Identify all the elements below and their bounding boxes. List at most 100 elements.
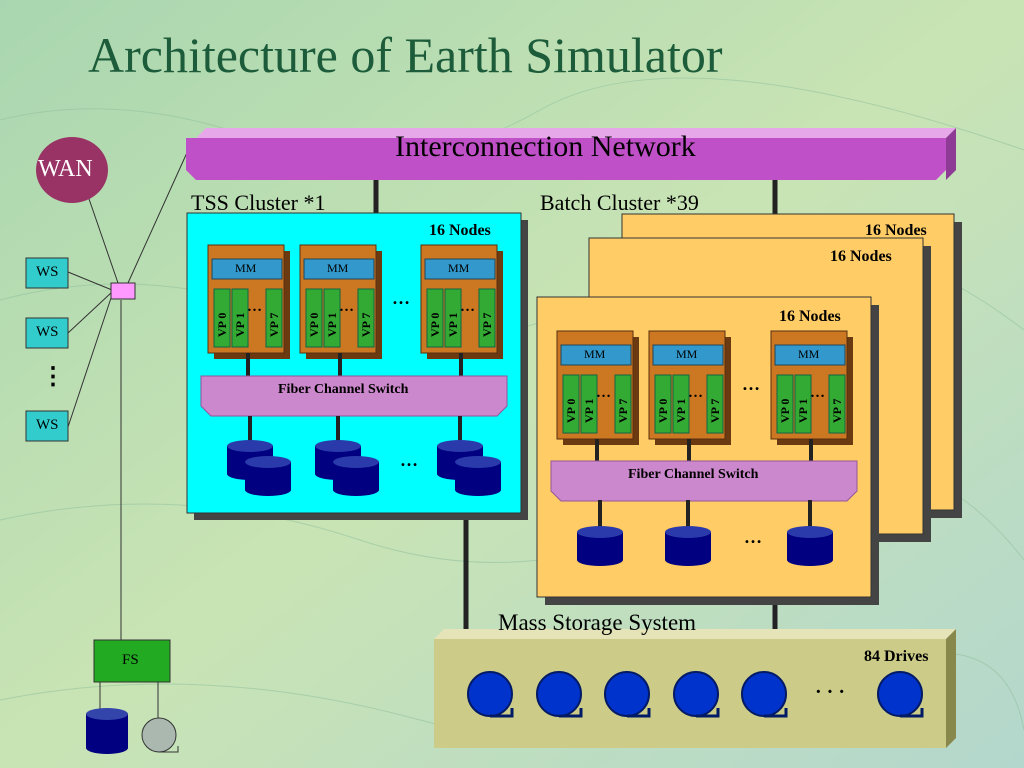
fs-label: FS bbox=[122, 652, 139, 668]
switch-label: Fiber Channel Switch bbox=[628, 467, 759, 482]
batch-nodes-label-middle: 16 Nodes bbox=[830, 248, 892, 265]
fiber-channel-switch bbox=[550, 460, 858, 502]
compute-node bbox=[770, 330, 853, 467]
node-ellipsis: … bbox=[392, 288, 410, 308]
workstation-boxes bbox=[25, 257, 69, 442]
vp-label: VP 7 bbox=[359, 312, 373, 337]
vector-processor bbox=[828, 374, 846, 434]
vp-label: VP 0 bbox=[656, 398, 670, 423]
vp-label: VP 1 bbox=[582, 398, 596, 423]
disk-icon bbox=[787, 526, 833, 566]
tss-nodes-label: 16 Nodes bbox=[429, 222, 491, 239]
wan-label: WAN bbox=[38, 156, 93, 182]
vp-label: VP 0 bbox=[307, 312, 321, 337]
vp-label: VP 7 bbox=[830, 398, 844, 423]
vector-processor bbox=[213, 288, 231, 348]
vp-label: VP 1 bbox=[446, 312, 460, 337]
vp-ellipsis: … bbox=[688, 385, 703, 401]
vp-label: VP 7 bbox=[708, 398, 722, 423]
vector-processor bbox=[265, 288, 283, 348]
memory-label: MM bbox=[676, 347, 698, 361]
ws-label: WS bbox=[36, 264, 59, 280]
batch-nodes bbox=[550, 330, 858, 566]
network-hub bbox=[110, 282, 136, 300]
vp-label: VP 0 bbox=[778, 398, 792, 423]
tape-drive-icon bbox=[536, 671, 583, 718]
vector-processor bbox=[305, 288, 323, 348]
vector-processor bbox=[654, 374, 672, 434]
storage-drives bbox=[467, 671, 924, 718]
memory-label: MM bbox=[327, 261, 349, 275]
interconnection-network bbox=[186, 128, 956, 180]
vp-label: VP 7 bbox=[267, 312, 281, 337]
mass-storage-label: Mass Storage System bbox=[498, 610, 697, 635]
disk-icon bbox=[577, 526, 623, 566]
disk-icon bbox=[315, 440, 379, 496]
vp-label: VP 0 bbox=[564, 398, 578, 423]
vector-processor bbox=[231, 288, 249, 348]
vector-processor bbox=[706, 374, 724, 434]
tape-drive-icon bbox=[467, 671, 514, 718]
vector-processor bbox=[444, 288, 462, 348]
memory-block bbox=[652, 344, 724, 366]
vp-ellipsis: … bbox=[810, 385, 825, 401]
memory-label: MM bbox=[448, 261, 470, 275]
vector-processor bbox=[672, 374, 690, 434]
tape-drive-icon bbox=[877, 671, 924, 718]
vp-label: VP 0 bbox=[215, 312, 229, 337]
vp-label: VP 1 bbox=[674, 398, 688, 423]
memory-block bbox=[424, 258, 496, 280]
wan-node bbox=[36, 137, 108, 203]
vector-processor bbox=[776, 374, 794, 434]
ws-label: WS bbox=[36, 417, 59, 433]
compute-node bbox=[648, 330, 731, 467]
vp-ellipsis: … bbox=[596, 385, 611, 401]
disk-ellipsis: … bbox=[744, 527, 762, 547]
vector-processor bbox=[614, 374, 632, 434]
memory-block bbox=[560, 344, 632, 366]
node-ellipsis: … bbox=[742, 374, 760, 394]
fs-tape-icon bbox=[141, 717, 179, 753]
fiber-channel-switch bbox=[200, 375, 508, 417]
vp-label: VP 1 bbox=[233, 312, 247, 337]
ws-ellipsis: ⋮ bbox=[41, 364, 65, 390]
vp-ellipsis: … bbox=[247, 299, 262, 315]
disk-icon bbox=[665, 526, 711, 566]
disk-ellipsis: … bbox=[400, 450, 418, 470]
vector-processor bbox=[562, 374, 580, 434]
vp-label: VP 7 bbox=[616, 398, 630, 423]
tss-nodes bbox=[200, 244, 508, 496]
vector-processor bbox=[323, 288, 341, 348]
drives-ellipsis: · · · bbox=[815, 681, 846, 703]
compute-node bbox=[556, 330, 639, 467]
tape-drive-icon bbox=[741, 671, 788, 718]
ws-label: WS bbox=[36, 324, 59, 340]
network-label: Interconnection Network bbox=[395, 130, 696, 163]
memory-label: MM bbox=[235, 261, 257, 275]
fs-box bbox=[93, 639, 171, 683]
vector-processor bbox=[426, 288, 444, 348]
slide-title: Architecture of Earth Simulator bbox=[88, 27, 723, 83]
compute-node bbox=[420, 244, 503, 381]
memory-block bbox=[774, 344, 846, 366]
vp-label: VP 1 bbox=[796, 398, 810, 423]
vp-label: VP 1 bbox=[325, 312, 339, 337]
compute-node bbox=[299, 244, 382, 381]
connection-lines bbox=[67, 145, 191, 718]
vector-processor bbox=[794, 374, 812, 434]
tss-cluster-label: TSS Cluster *1 bbox=[191, 190, 326, 215]
vp-label: VP 0 bbox=[428, 312, 442, 337]
fs-disk-icon bbox=[86, 708, 128, 754]
memory-label: MM bbox=[798, 347, 820, 361]
compute-node bbox=[207, 244, 290, 381]
disk-icon bbox=[227, 440, 291, 496]
memory-label: MM bbox=[584, 347, 606, 361]
vp-ellipsis: … bbox=[339, 299, 354, 315]
vector-processor bbox=[478, 288, 496, 348]
vector-processor bbox=[357, 288, 375, 348]
vp-label: VP 7 bbox=[480, 312, 494, 337]
vp-ellipsis: … bbox=[460, 299, 475, 315]
disk-icon bbox=[437, 440, 501, 496]
memory-block bbox=[303, 258, 375, 280]
